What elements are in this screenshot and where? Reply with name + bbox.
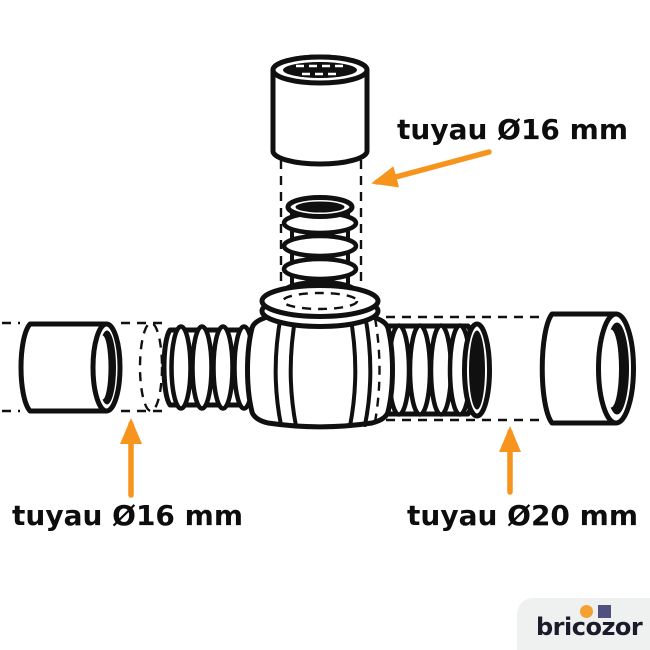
brand-name: bricozor (536, 613, 643, 641)
annotation-top-pipe: tuyau Ø16 mm (397, 113, 629, 146)
logo-dot-icon (580, 605, 593, 618)
top-pipe (270, 54, 370, 167)
fitting-flange (259, 283, 381, 329)
annotation-left-pipe: tuyau Ø16 mm (12, 499, 244, 532)
logo-square-icon (598, 605, 611, 618)
right-pipe (539, 311, 636, 426)
arrow-top-pipe (371, 149, 492, 188)
annotation-right-pipe: tuyau Ø20 mm (407, 499, 639, 532)
left-pipe (18, 321, 123, 414)
brand-logo-panel: bricozor (517, 598, 650, 650)
callout-arrows (120, 149, 521, 498)
fitting-body (245, 310, 395, 430)
fitting-right-barb (375, 321, 492, 419)
